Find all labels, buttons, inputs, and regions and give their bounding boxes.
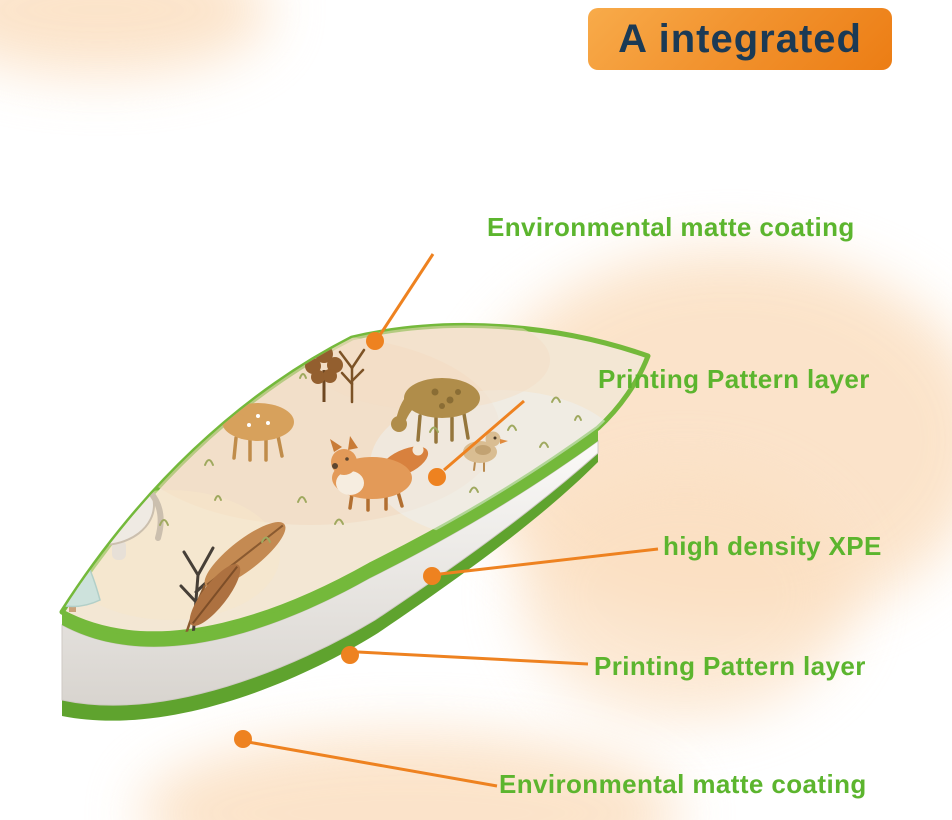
callout-dot-4 — [341, 646, 359, 664]
callout-label-printing-layer-top: Printing Pattern layer — [598, 364, 870, 394]
grass-graphic — [159, 367, 582, 543]
callout-label-matte-coating-top: Environmental matte coating — [487, 212, 855, 242]
callout-line-5 — [247, 740, 498, 788]
callout-dot-2 — [428, 468, 446, 486]
callout-label-printing-layer-bottom: Printing Pattern layer — [594, 651, 866, 681]
callout-dot-3 — [423, 567, 441, 585]
background-blob-right-lower — [520, 470, 850, 720]
callout-line-4 — [357, 650, 589, 666]
callout-label-matte-coating-bottom: Environmental matte coating — [499, 769, 867, 799]
callout-dot-1 — [366, 332, 384, 350]
callout-label-xpe-core: high density XPE — [663, 531, 882, 561]
callout-line-1 — [376, 253, 435, 339]
callout-dots — [234, 332, 446, 748]
fox-graphic — [330, 436, 429, 512]
title-banner-text: A integrated — [618, 16, 862, 61]
callout-line-3 — [439, 547, 659, 576]
teal-bush-graphic — [62, 539, 101, 612]
callout-lines — [247, 253, 659, 788]
callout-dot-5 — [234, 730, 252, 748]
callout-line-2 — [443, 399, 525, 472]
title-banner: A integrated — [588, 8, 892, 70]
